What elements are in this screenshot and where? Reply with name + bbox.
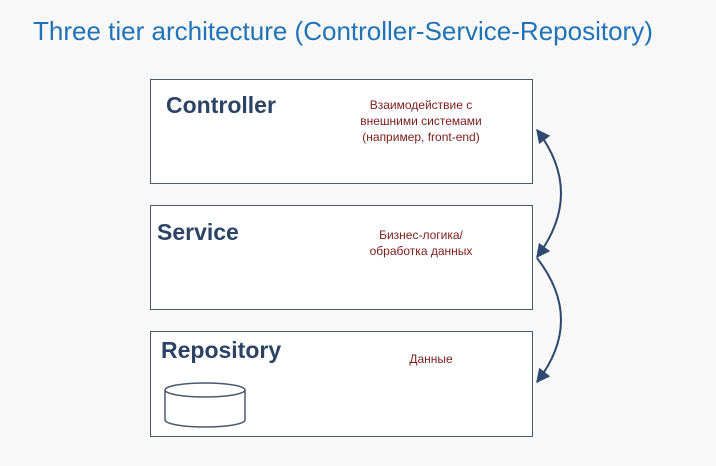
repository-tier-box: Repository Данные <box>150 331 533 437</box>
database-icon <box>164 382 246 428</box>
service-repository-arrow <box>536 257 562 384</box>
controller-service-arrow <box>536 128 562 259</box>
repository-tier-name: Repository <box>161 337 282 363</box>
controller-tier-description: Взаимодействие с внешними системами (нап… <box>360 98 482 144</box>
service-tier-box: Service Бизнес-логика/ обработка данных <box>150 205 533 310</box>
slide-title: Three tier architecture (Controller-Serv… <box>33 16 653 46</box>
controller-tier-box: Controller Взаимодействие с внешними сис… <box>150 79 533 184</box>
controller-tier-name: Controller <box>166 92 276 118</box>
repository-tier-description: Данные <box>409 352 453 366</box>
service-tier-description: Бизнес-логика/ обработка данных <box>369 228 473 258</box>
service-tier-name: Service <box>157 219 239 245</box>
